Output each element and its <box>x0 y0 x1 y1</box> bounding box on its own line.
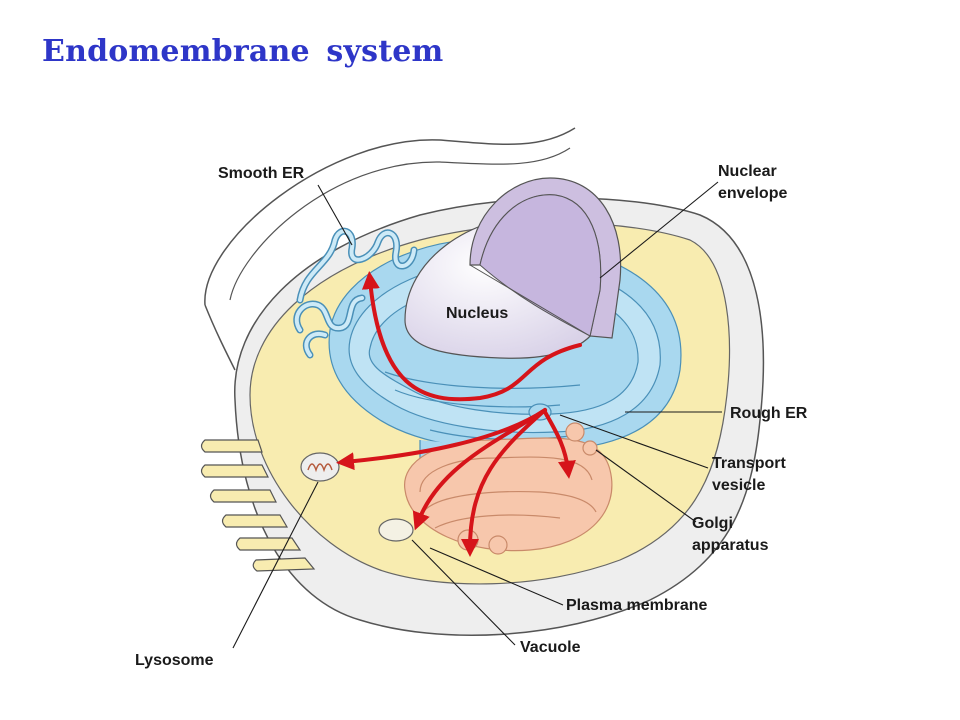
label-plasma-membrane: Plasma membrane <box>566 597 708 614</box>
leader-lines <box>232 181 722 649</box>
arrow-to-vacuole <box>412 408 547 531</box>
smooth-er <box>293 227 418 359</box>
label-golgi-line1: Golgi <box>692 515 733 532</box>
label-lysosome: Lysosome <box>135 652 214 669</box>
label-nuclear-envelope-line2: envelope <box>718 185 787 202</box>
arrow-to-golgi <box>543 410 576 479</box>
vacuole <box>378 518 414 542</box>
label-transport-vesicle-line2: vesicle <box>712 477 765 494</box>
pathway-arrows <box>336 271 582 557</box>
arrow-to-plasma-membrane <box>461 408 547 557</box>
microvilli <box>200 439 316 572</box>
label-rough-er: Rough ER <box>730 405 808 422</box>
page-title: Endomembrane system <box>42 34 444 69</box>
label-vacuole: Vacuole <box>520 639 581 656</box>
label-transport-vesicle-line1: Transport <box>712 455 786 472</box>
arrow-to-smooth-er <box>361 271 582 402</box>
lysosome <box>300 452 340 482</box>
extracellular-fold <box>204 127 576 371</box>
label-smooth-er: Smooth ER <box>218 165 305 182</box>
label-nucleus: Nucleus <box>446 305 508 322</box>
label-golgi-line2: apparatus <box>692 537 769 554</box>
label-nuclear-envelope-line1: Nuclear <box>718 163 777 180</box>
